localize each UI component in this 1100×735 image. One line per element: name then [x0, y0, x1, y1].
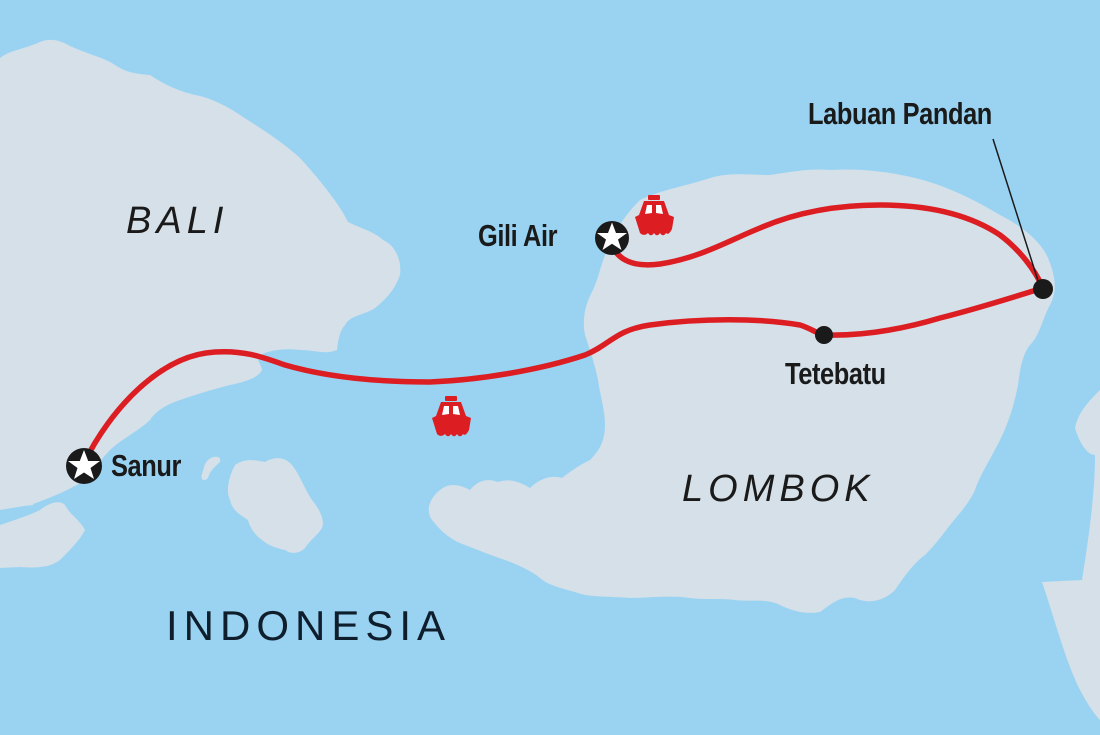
nusa-penida: [227, 458, 323, 553]
serangan-island: [10, 496, 35, 506]
marker-labuan-pandan[interactable]: [1033, 279, 1053, 299]
leader-line: [992, 138, 1041, 288]
nusa-lembongan: [201, 456, 221, 481]
boat-icon: [432, 396, 471, 437]
marker-tetebatu[interactable]: [815, 326, 833, 344]
marker-gili-air[interactable]: [595, 221, 629, 255]
marker-sanur[interactable]: [66, 448, 102, 484]
bali-island: [0, 39, 401, 510]
country-label-indonesia: INDONESIA: [166, 602, 452, 649]
route-line-north: [607, 202, 1046, 291]
star-icon: [597, 222, 627, 250]
sumbawa-island: [1042, 390, 1100, 720]
region-label-lombok: LOMBOK: [682, 468, 875, 510]
place-label-tetebatu: Tetebatu: [785, 356, 886, 391]
region-label-bali: BALI: [126, 200, 229, 242]
place-label-gili-air: Gili Air: [478, 218, 558, 253]
bukit-peninsula: [0, 502, 85, 568]
boat-icon: [635, 195, 674, 236]
lombok-island: [428, 169, 1055, 613]
star-icon: [68, 450, 100, 479]
place-label-labuan-pandan: Labuan Pandan: [808, 96, 992, 131]
place-label-sanur: Sanur: [111, 448, 181, 483]
route-line: [81, 285, 1046, 466]
